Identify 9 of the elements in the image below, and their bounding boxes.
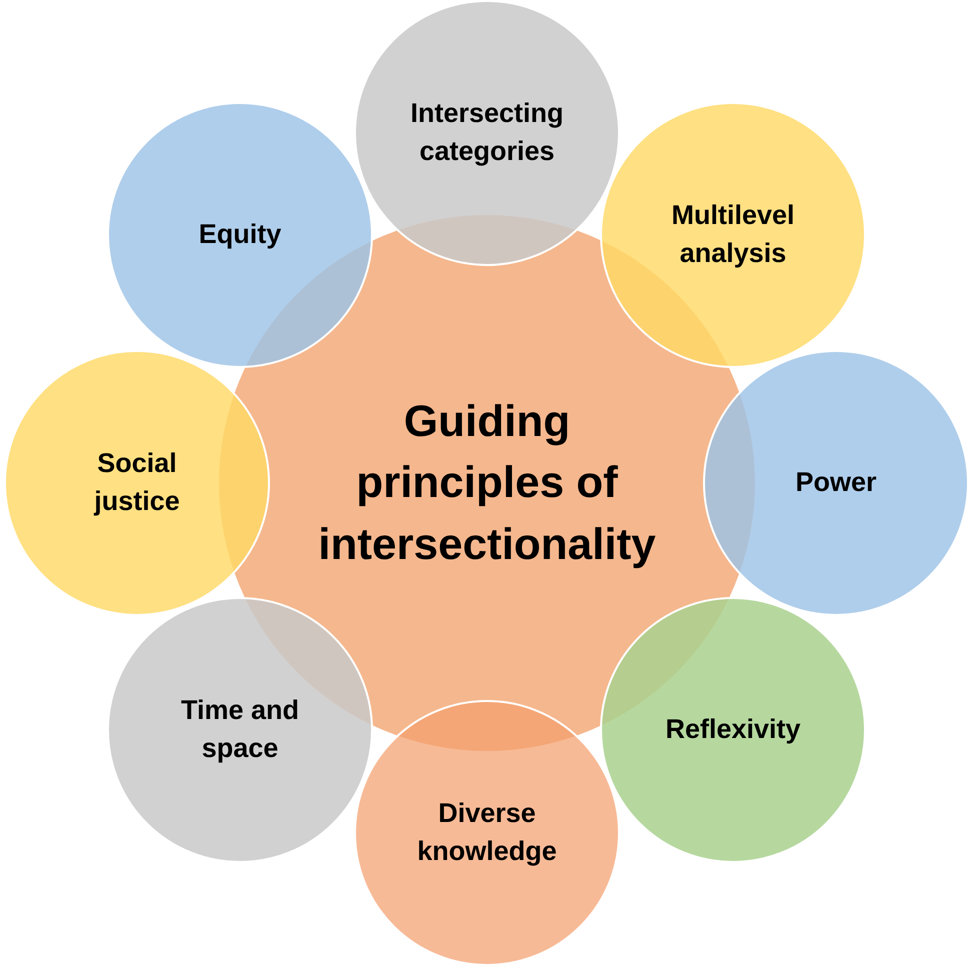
principle-label: Equity (198, 218, 282, 252)
principle-label: Reflexivity (665, 713, 801, 746)
principle-label: Diverse knowledge (416, 797, 558, 868)
principle-label: Social justice (92, 447, 181, 518)
principle-label: Multilevel analysis (670, 199, 796, 270)
center-title: Guiding principles of intersectionality (317, 396, 657, 571)
principle-label: Power (795, 466, 877, 500)
principle-label: Intersecting categories (409, 97, 565, 168)
principle-label: Time and space (180, 694, 300, 765)
